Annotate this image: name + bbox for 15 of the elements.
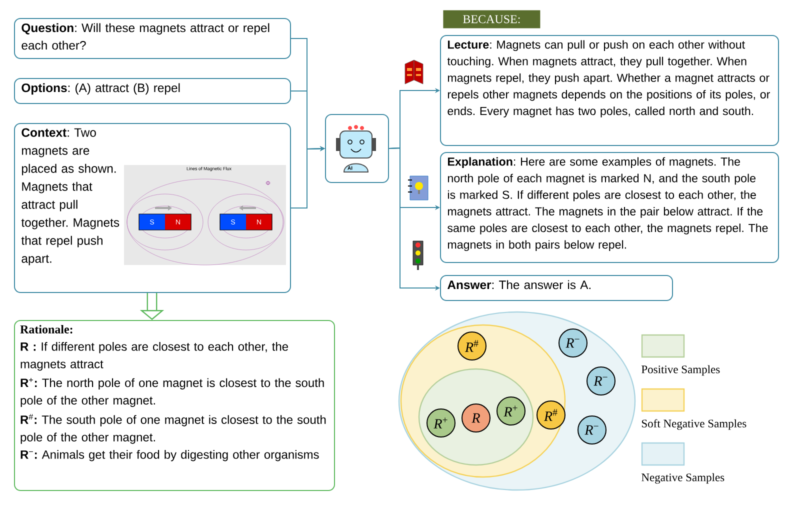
legend-label: Soft Negative Samples bbox=[642, 419, 746, 430]
rationale-heading: Rationale: bbox=[20, 325, 72, 334]
rationale-box bbox=[14, 320, 335, 491]
rationale-line: R$^{−}$: Animals get their food by digesting other organisms bbox=[20, 450, 319, 462]
options-box: Options: (A) attract (B) repel bbox=[14, 78, 291, 104]
legend-label: Positive Samples bbox=[642, 365, 720, 376]
rationale-line: R$^{+}$: The north pole of one magnet is closest to the south pole of the other magnet. bbox=[20, 378, 324, 407]
lecture-box: Lecture: Magnets can pull or push on each other without touching. When magnets attract, they pull together. When magnets repel, they push apart. Whether a magnet attracts or repels other magnets depends on the positions of its poles, or ends. Every magnet has two poles, called north and south. bbox=[440, 35, 779, 146]
answer-box: Answer: The answer is A. bbox=[440, 275, 673, 301]
section-heading: BECAUSE: bbox=[443, 10, 540, 28]
legend-label: Negative Samples bbox=[642, 473, 724, 484]
explanation-box: Explanation: Here are some examples of magnets. The north pole of each magnet is marked N, and the south pole is marked S. If different poles are closest to each other, the magnets attract. The magnets in the pair below attract. If the same poles are closest to each other, the magnets repel. The magnets in both pairs below repel. bbox=[440, 152, 779, 263]
rationale-line: R$^{#}$: The south pole of one magnet is closest to the south pole of the other magnet. bbox=[20, 414, 326, 444]
rationale-line: R : If different poles are closest to each other, the magnets attract bbox=[20, 342, 288, 371]
question-box: Question: Will these magnets attract or repel each other? bbox=[14, 18, 291, 59]
